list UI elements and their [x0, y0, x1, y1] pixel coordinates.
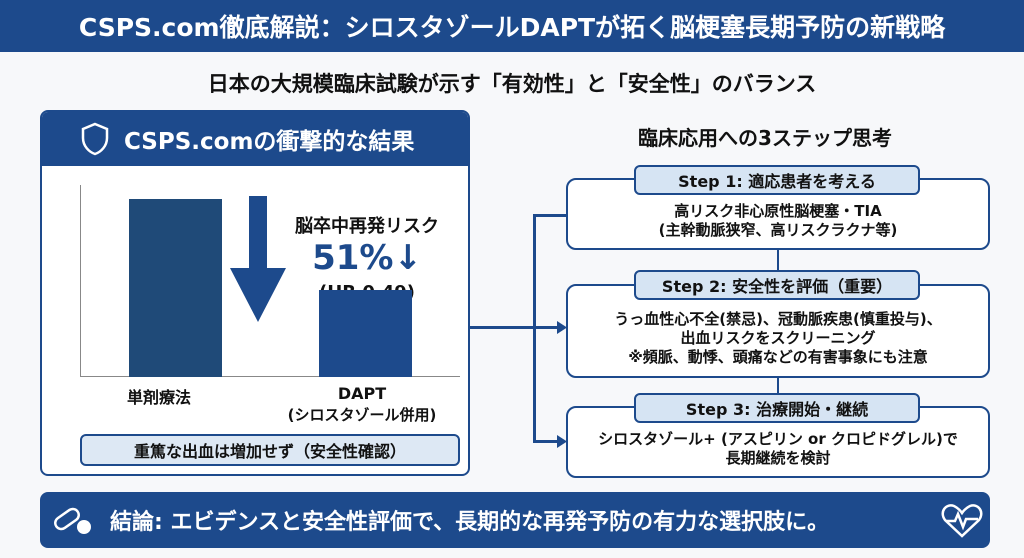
risk-label: 脳卒中再発リスク [295, 216, 439, 237]
shield-icon [81, 122, 109, 156]
pill-icon [54, 507, 91, 534]
conclusion-bar: 結論: エビデンスと安全性評価で、長期的な再発予防の有力な選択肢に。 [40, 492, 990, 548]
risk-reduction: 51%↓ [312, 238, 422, 278]
step-1-title: Step 1: 適応患者を考える [634, 165, 920, 195]
step-text: 高リスク非心原性脳梗塞・TIA [674, 202, 882, 220]
step-text: 長期継続を検討 [725, 449, 831, 467]
category-label: DAPT [337, 384, 387, 403]
chart-axis [80, 185, 460, 377]
conclusion-text: 結論: エビデンスと安全性評価で、長期的な再発予防の有力な選択肢に。 [110, 510, 830, 535]
step-text: ※頻脈、動悸、頭痛などの有害事象にも注意 [628, 348, 928, 366]
heart-pulse-icon [941, 504, 983, 538]
step-3-title: Step 3: 治療開始・継続 [634, 393, 920, 423]
category-label: 単剤療法 [126, 388, 191, 407]
down-arrow-icon [230, 196, 286, 322]
step-text: 出血リスクをスクリーニング [680, 329, 876, 347]
steps-title: 臨床応用への3ステップ思考 [638, 126, 892, 150]
step-text: うっ血性心不全(禁忌)、冠動脈疾患(慎重投与)、 [614, 310, 942, 328]
results-panel-title: CSPS.comの衝撃的な結果 [124, 129, 415, 155]
step-text: (主幹動脈狭窄、高リスクラクナ等) [658, 221, 898, 239]
category-sublabel: (シロスタゾール併用) [287, 406, 437, 424]
results-panel-header: CSPS.comの衝撃的な結果 [42, 112, 468, 166]
safety-note: 重篤な出血は増加せず（安全性確認） [80, 434, 460, 466]
step-text: シロスタゾール+ (アスピリン or クロピドグレル)で [598, 430, 958, 448]
step-2-title: Step 2: 安全性を評価（重要） [634, 270, 920, 300]
arrow-right-icon [557, 435, 567, 448]
arrow-right-icon [557, 321, 567, 334]
header-title: CSPS.com徹底解説：シロスタゾールDAPTが拓く脳梗塞長期予防の新戦略 [0, 0, 1024, 52]
results-panel: CSPS.comの衝撃的な結果 脳卒中再発リスク 51%↓ (HR 0.49) … [40, 110, 470, 476]
chart-bar [319, 289, 412, 377]
chart-bar [129, 199, 222, 377]
subtitle: 日本の大規模臨床試験が示す「有効性」と「安全性」のバランス [207, 72, 817, 96]
